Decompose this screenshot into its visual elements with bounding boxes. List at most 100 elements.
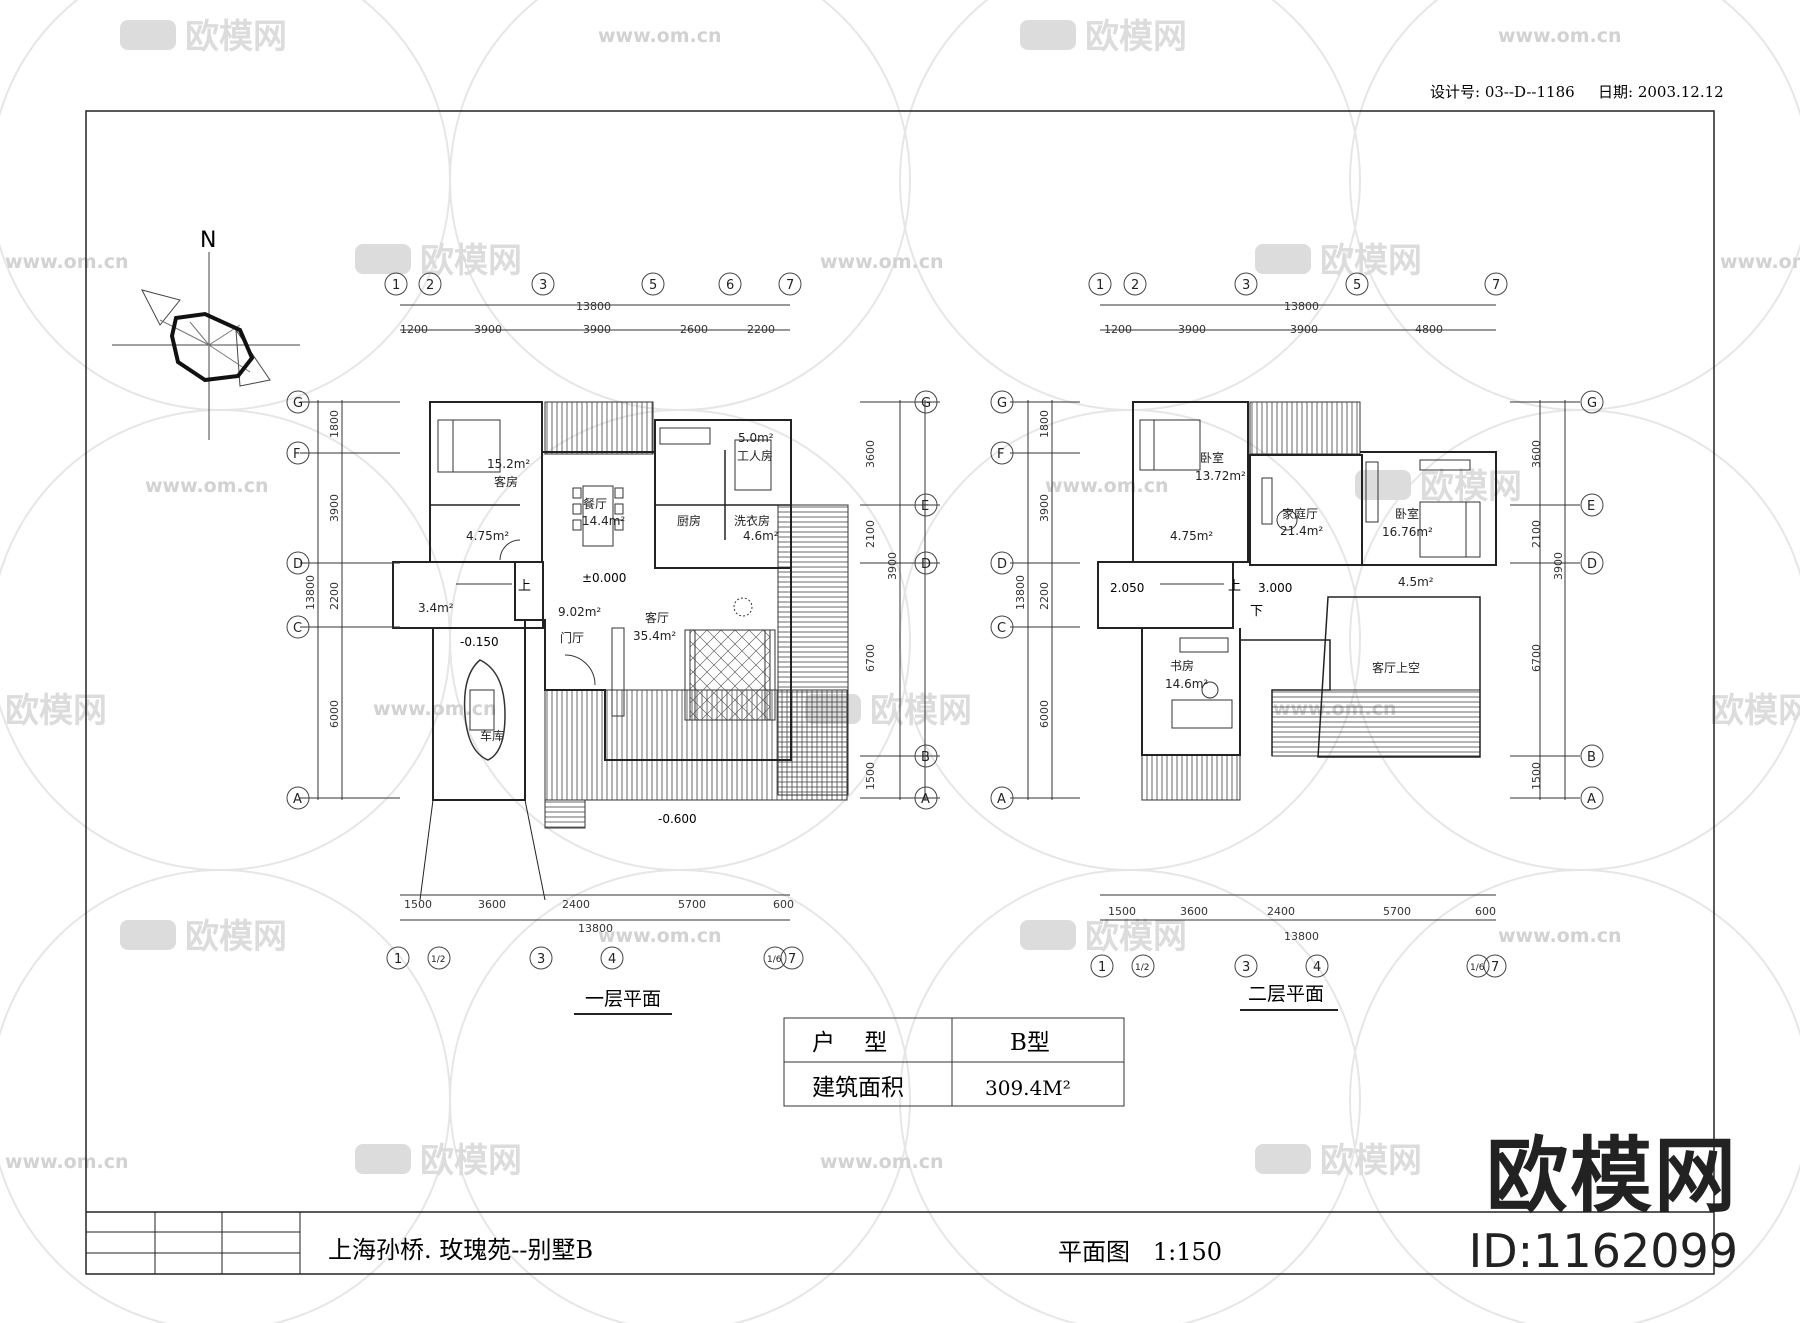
f1-kitchen: 厨房: [677, 513, 701, 528]
f1-guest-room: 客房: [494, 474, 518, 489]
f2-right-dim-4: 6700: [1530, 644, 1543, 672]
f1-axis-left-A: A: [286, 786, 310, 810]
f2-bottom-total: 13800: [1284, 930, 1319, 943]
svg-text:2: 2: [1131, 278, 1139, 293]
svg-text:1: 1: [1098, 960, 1106, 975]
f1-axis-bottom-7: 7: [780, 946, 804, 970]
f2-left-dim-2: 3900: [1038, 494, 1051, 522]
f2-living-void: 客厅上空: [1372, 660, 1420, 675]
svg-text:7: 7: [788, 952, 796, 967]
f2-left-dim-4: 6000: [1038, 700, 1051, 728]
watermark-logo-text: 欧模网: [1320, 241, 1422, 281]
f2-right-dim-1: 3600: [1530, 440, 1543, 468]
f2-family-area: 21.4m²: [1280, 524, 1323, 538]
watermark-url: www.om.cn: [5, 251, 129, 273]
f1-right-dim-5: 1500: [864, 762, 877, 790]
f1-top-dim-1: 1200: [400, 323, 428, 336]
f1-axis-top-2: 2: [418, 272, 442, 296]
svg-text:A: A: [293, 792, 302, 807]
f2-axis-bottom-4: 4: [1305, 954, 1329, 978]
north-label: N: [200, 228, 216, 253]
f2-axis-bottom-3: 3: [1234, 954, 1258, 978]
f2-axis-left-G: G: [990, 390, 1014, 414]
svg-text:6: 6: [726, 278, 734, 293]
f2-bottom-dim-1: 1500: [1108, 905, 1136, 918]
unit-info-table: 户 型 B型 建筑面积 309.4M²: [783, 1017, 1125, 1107]
f2-axis-top-1: 1: [1088, 272, 1112, 296]
f1-axis-right-E: E: [914, 493, 938, 517]
svg-text:D: D: [293, 557, 303, 572]
watermark-url: www.om.cn: [1498, 925, 1622, 947]
f2-axis-top-5: 5: [1345, 272, 1369, 296]
svg-text:G: G: [293, 396, 303, 411]
svg-text:D: D: [997, 557, 1007, 572]
svg-text:1: 1: [394, 952, 402, 967]
f1-axis-left-C: C: [286, 615, 310, 639]
f1-axis-top-6: 6: [718, 272, 742, 296]
watermark-logo-marks: [120, 20, 1411, 1174]
svg-text:5: 5: [1353, 278, 1361, 293]
f1-right-dim-1: 3600: [864, 440, 877, 468]
svg-text:7: 7: [786, 278, 794, 293]
f1-axis-bottom-1-2: 1/2: [427, 946, 451, 970]
unit-type-label: 户 型: [812, 1030, 887, 1056]
floor1-level-ground: ±0.000: [582, 571, 626, 585]
svg-text:G: G: [997, 396, 1007, 411]
f2-left-dim-3: 2200: [1038, 582, 1051, 610]
f1-bottom-dim-4: 5700: [678, 898, 706, 911]
watermark-url: www.om.cn: [373, 698, 497, 720]
f1-dining-area: 14.4m²: [582, 514, 625, 528]
f2-bath-area: 4.75m²: [1170, 529, 1213, 543]
f2-axis-right-B: B: [1580, 744, 1604, 768]
f1-top-dim-4: 2600: [680, 323, 708, 336]
f2-axis-left-D: D: [990, 551, 1014, 575]
svg-text:7: 7: [1492, 278, 1500, 293]
f1-maid-room: 工人房: [737, 448, 773, 463]
floor2-stair-up: 上: [1228, 579, 1241, 594]
svg-text:E: E: [1587, 499, 1595, 514]
svg-text:1: 1: [392, 278, 400, 293]
f1-top-dim-3: 3900: [583, 323, 611, 336]
f1-wc-area: 3.4m²: [418, 601, 454, 615]
f2-study-area: 14.6m²: [1165, 677, 1208, 691]
floor1-plan: 上 ±0.000 -0.150 -0.600 15.2m² 客房 餐厅 14.4…: [286, 272, 940, 1015]
watermark-url: www.om.cn: [1498, 25, 1622, 47]
f2-axis-right-G: G: [1580, 390, 1604, 414]
f1-left-dim-1: 1800: [328, 410, 341, 438]
f1-axis-left-D: D: [286, 551, 310, 575]
f1-top-dim-5: 2200: [747, 323, 775, 336]
f2-axis-left-A: A: [990, 786, 1014, 810]
svg-text:D: D: [1587, 557, 1597, 572]
f1-bottom-dim-3: 2400: [562, 898, 590, 911]
watermark-logo-text: 欧模网: [185, 917, 287, 957]
f1-hall-area: 9.02m²: [558, 605, 601, 619]
f1-axis-right-A: A: [914, 786, 938, 810]
f1-foyer: 门厅: [560, 630, 584, 645]
f1-living-room: 客厅: [645, 610, 669, 625]
svg-text:3: 3: [537, 952, 545, 967]
f1-axis-left-F: F: [286, 441, 310, 465]
f2-family-room: 家庭厅: [1282, 506, 1318, 521]
f1-dining-room: 餐厅: [583, 496, 607, 511]
title-block: 上海孙桥. 玫瑰苑--别墅B 平面图 1:150: [86, 1211, 1714, 1274]
f2-axis-bottom-7: 7: [1483, 954, 1507, 978]
f2-axis-top-3: 3: [1234, 272, 1258, 296]
f2-axis-top-7: 7: [1484, 272, 1508, 296]
svg-text:B: B: [921, 750, 930, 765]
svg-text:5: 5: [649, 278, 657, 293]
svg-text:1/6: 1/6: [1470, 963, 1485, 973]
f1-left-dim-2: 3900: [328, 494, 341, 522]
f1-axis-top-1: 1: [384, 272, 408, 296]
watermark-logo-text: 欧模网: [420, 1141, 522, 1181]
svg-text:B: B: [1587, 750, 1596, 765]
watermark-url: www.om.cn: [1045, 475, 1169, 497]
svg-text:F: F: [293, 447, 300, 462]
floor2-level-upper: 3.000: [1258, 581, 1292, 595]
f1-left-total: 13800: [304, 575, 317, 610]
watermark-url: www.om.cn: [598, 925, 722, 947]
floor1-level-garage: -0.150: [460, 635, 499, 649]
watermark-url: www.om.cn: [598, 25, 722, 47]
f1-axis-top-7: 7: [778, 272, 802, 296]
f1-left-dim-3: 2200: [328, 582, 341, 610]
watermark-logo-text: 欧模网: [1085, 917, 1187, 957]
